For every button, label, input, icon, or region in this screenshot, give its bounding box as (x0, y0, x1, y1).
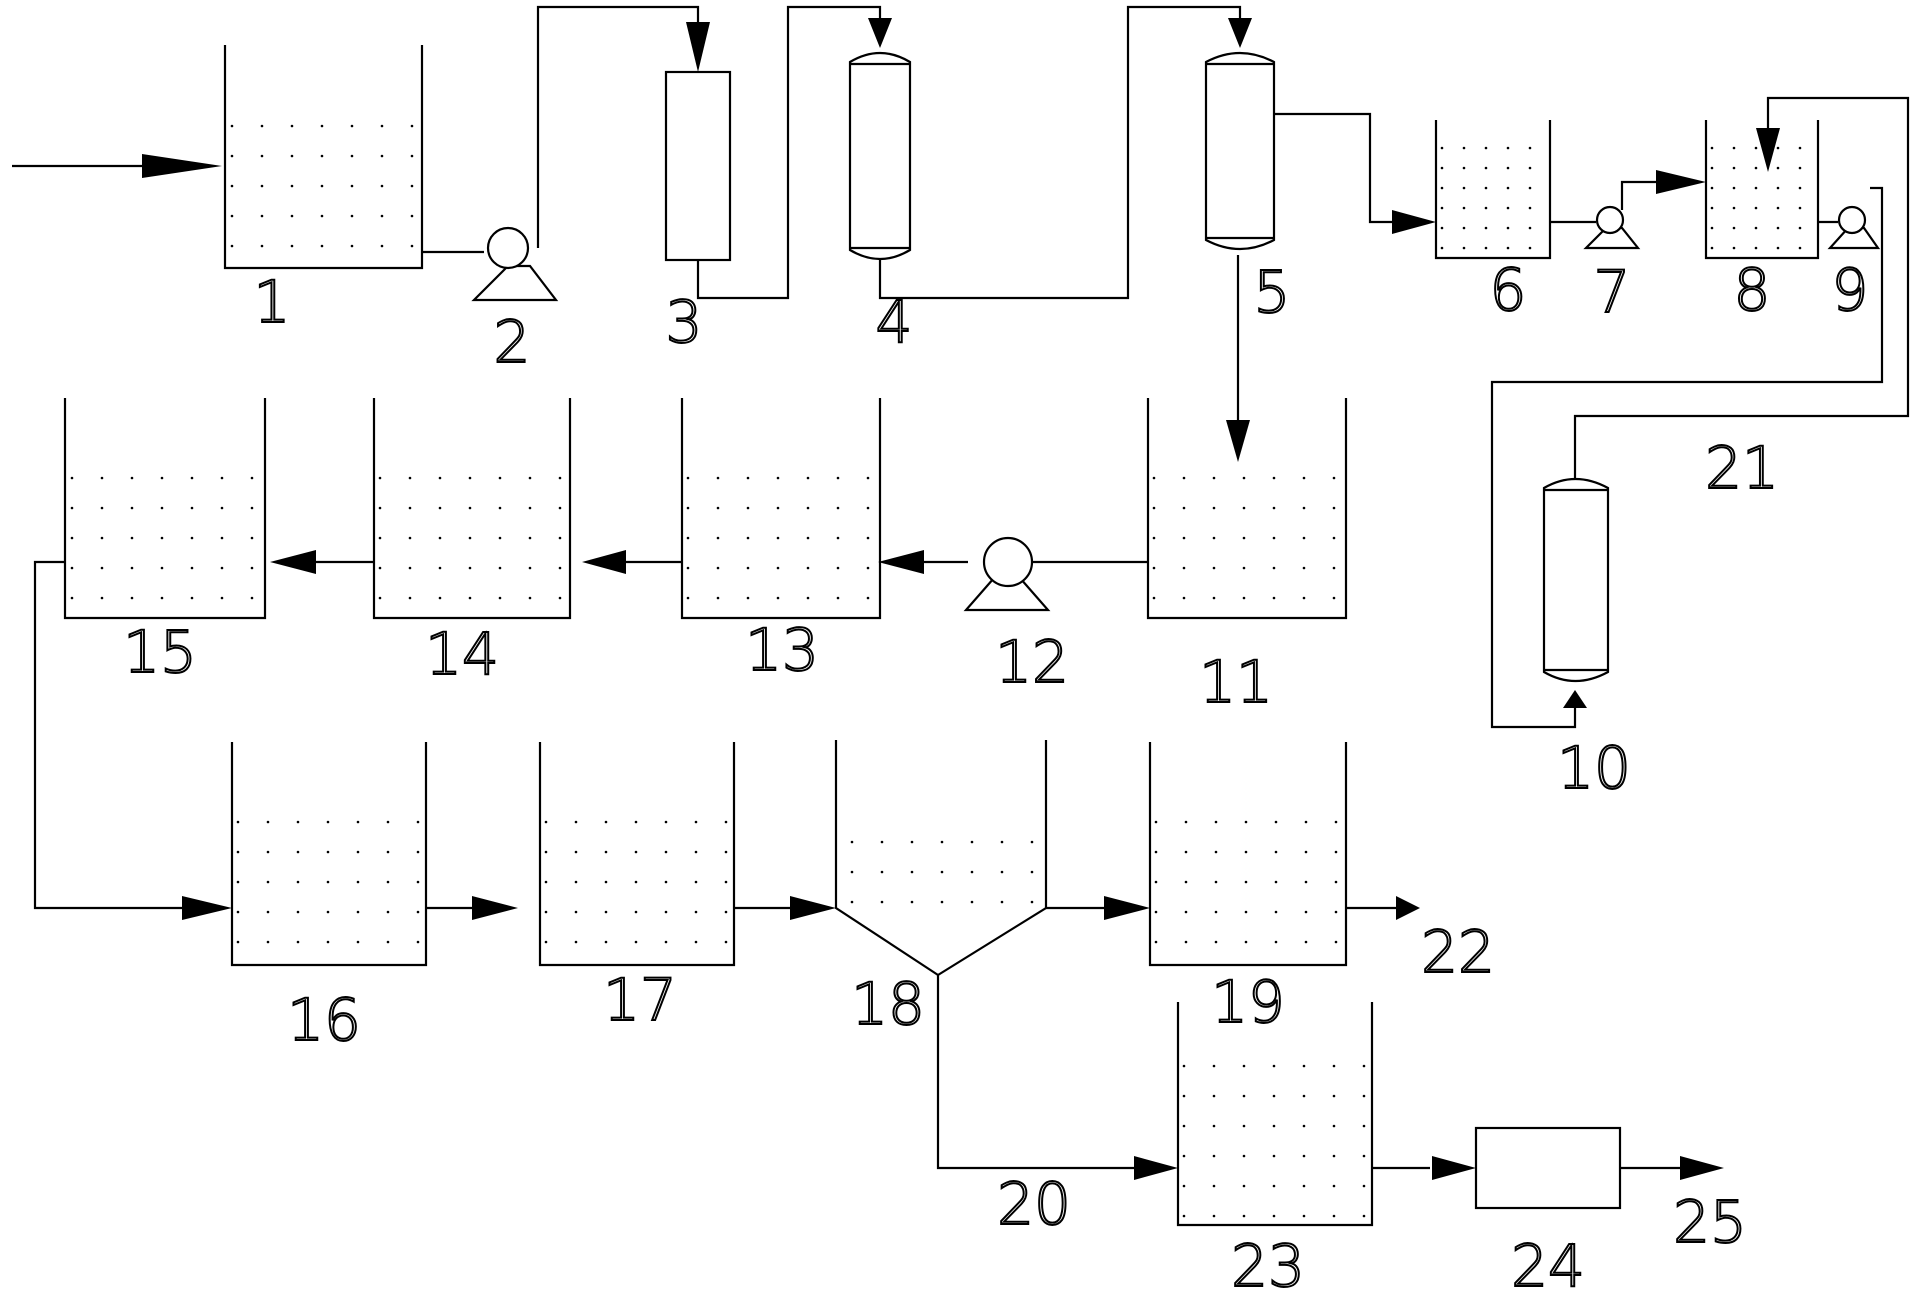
label-16: 16 (287, 986, 361, 1054)
arrow-outlet-22 (1396, 896, 1420, 920)
label-21: 21 (1705, 434, 1779, 502)
tank-16 (230, 742, 428, 967)
label-23: 23 (1231, 1232, 1305, 1300)
arrow-into-13 (878, 550, 924, 574)
label-6: 6 (1490, 256, 1527, 324)
label-13: 13 (745, 616, 819, 684)
tank-15 (63, 398, 267, 620)
label-15: 15 (123, 618, 197, 686)
pump-7 (1583, 205, 1641, 250)
tank-8 (1704, 120, 1820, 260)
tank-19 (1148, 742, 1348, 967)
label-20: 20 (997, 1170, 1071, 1238)
label-5: 5 (1254, 258, 1291, 326)
pipe-4-to-5 (878, 5, 1242, 300)
label-25: 25 (1673, 1188, 1747, 1256)
arrow-into-11 (1226, 420, 1250, 462)
pump-12 (963, 536, 1051, 612)
flow-arrows (142, 18, 1780, 1180)
vessel-4 (848, 52, 912, 260)
arrow-into-19 (1104, 896, 1150, 920)
arrow-into-16 (182, 896, 232, 920)
label-4: 4 (876, 288, 913, 356)
pump-9 (1827, 205, 1881, 250)
arrow-into-6 (1392, 210, 1436, 234)
label-14: 14 (425, 620, 499, 688)
label-10: 10 (1557, 734, 1631, 802)
pipe-2-to-3 (536, 5, 700, 248)
vessel-10 (1542, 478, 1610, 682)
equipment (63, 45, 1881, 1227)
column-3 (664, 70, 732, 262)
tank-14 (372, 398, 572, 620)
label-17: 17 (603, 966, 677, 1034)
flow-lines (12, 5, 1910, 1170)
settling-tank-18 (834, 740, 1048, 977)
tank-6 (1434, 120, 1552, 260)
label-7: 7 (1594, 258, 1631, 326)
label-12: 12 (995, 628, 1069, 696)
label-18: 18 (851, 970, 925, 1038)
arrow-into-24 (1432, 1156, 1476, 1180)
label-22: 22 (1421, 918, 1495, 986)
label-2: 2 (494, 308, 531, 376)
pump-2 (471, 226, 559, 302)
sludge-line-20 (936, 975, 1140, 1170)
pipe-9-to-10 (1490, 186, 1884, 729)
tank-23 (1176, 1002, 1374, 1227)
tank-11 (1146, 398, 1348, 620)
arrow-into-4 (868, 18, 892, 48)
tank-13 (680, 398, 882, 620)
tank-1 (223, 45, 424, 270)
arrow-outlet-25 (1680, 1156, 1724, 1180)
number-labels: 1 2 3 4 5 6 7 8 9 10 11 12 13 14 15 16 1… (122, 255, 1869, 1301)
vessel-5 (1204, 52, 1276, 250)
arrow-into-18 (790, 896, 836, 920)
label-19: 19 (1211, 968, 1285, 1036)
label-9: 9 (1832, 256, 1869, 324)
arrow-return-into-8 (1756, 128, 1780, 172)
arrow-into-10 (1563, 690, 1587, 708)
pipe-3-to-4 (696, 5, 882, 300)
arrow-into-3 (686, 22, 710, 72)
label-11: 11 (1199, 648, 1273, 716)
unit-24 (1474, 1126, 1622, 1210)
arrow-into-8 (1656, 170, 1706, 194)
label-8: 8 (1734, 256, 1771, 324)
pipe-7-to-8 (1620, 180, 1660, 210)
arrow-into-14 (582, 550, 626, 574)
pipe-5-to-6 (1275, 112, 1398, 224)
label-24: 24 (1511, 1232, 1585, 1300)
arrow-into-17 (472, 896, 518, 920)
arrow-into-5 (1228, 18, 1252, 48)
arrow-into-15 (270, 550, 316, 574)
arrow-into-23 (1134, 1156, 1178, 1180)
label-3: 3 (666, 288, 703, 356)
pipe-15-to-16 (33, 560, 185, 910)
label-1: 1 (254, 268, 291, 336)
liquid-dot-pattern (70, 124, 1802, 1218)
tank-17 (538, 742, 736, 967)
arrow-inlet (142, 154, 222, 178)
return-line-21 (1573, 96, 1910, 488)
